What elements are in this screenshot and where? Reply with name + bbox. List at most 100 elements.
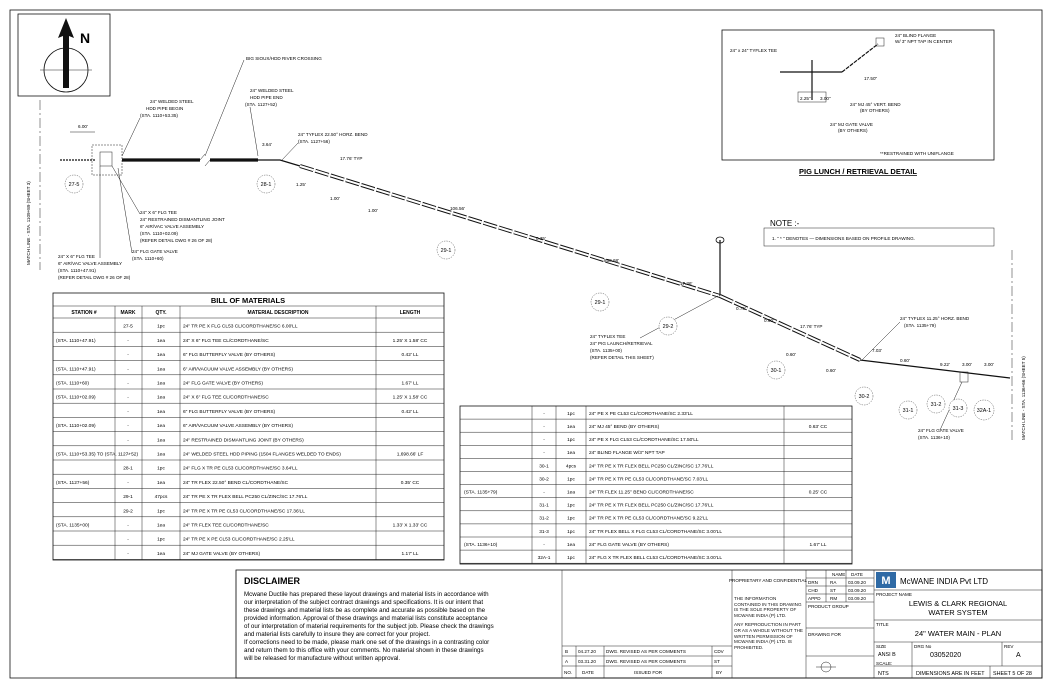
table-cell: 24" TR PE X TR FLEX BELL PC250 CL/ZINC/S…	[589, 503, 714, 509]
table-cell: -	[543, 543, 545, 548]
sheet-number: SHEET 5 OF 28	[993, 671, 1032, 677]
table-cell: 0.35' CC	[401, 480, 420, 486]
table-cell: 0.42' LL	[402, 352, 419, 358]
svg-text:DRAWING FOR: DRAWING FOR	[808, 632, 842, 637]
svg-text:MARK: MARK	[121, 310, 136, 316]
table-cell: 27-5	[123, 324, 133, 330]
table-cell: -	[127, 523, 129, 528]
svg-text:and return them to this office: and return them to this office with your…	[244, 647, 484, 654]
table-cell: -	[127, 367, 129, 372]
disclaimer-title: DISCLAIMER	[244, 576, 301, 586]
table-cell: 24" WELDED STEEL HDD PIPING (1504 FLANGE…	[183, 451, 341, 457]
table-cell: 1.25' X 1.58' CC	[393, 338, 428, 344]
svg-text:6" AIR/VAC VALVE ASSEMBLY: 6" AIR/VAC VALVE ASSEMBLY	[140, 224, 204, 229]
svg-text:0.35': 0.35'	[536, 236, 546, 241]
svg-text:these drawings and material li: these drawings and material lists be as …	[244, 607, 486, 614]
north-arrow: N	[17, 13, 111, 97]
table-cell: 6" FLG BUTTERFLY VALVE (BY OTHERS)	[183, 409, 276, 415]
table-cell: 1ea	[157, 352, 165, 358]
table-cell: 24" TR PE X TR PE CL53 CL/CORDTHANE/SC 7…	[589, 476, 709, 482]
table-cell: 30-2	[539, 476, 549, 482]
svg-text:RA: RA	[830, 580, 837, 585]
table-cell: 24" FLG GATE VALVE (BY OTHERS)	[589, 542, 669, 548]
proprietary-text-2: ANY REPRODUCTION IN PART OR AS A WHOLE W…	[734, 622, 804, 650]
table-cell: 24" FLG GATE VALVE (BY OTHERS)	[183, 380, 263, 386]
drawing-number: 03052020	[930, 652, 961, 659]
table-cell: (STA. 1110+02.09)	[56, 423, 96, 429]
svg-text:27-5: 27-5	[69, 182, 80, 188]
svg-text:STATION #: STATION #	[71, 310, 97, 316]
svg-text:(STA. 1135+79): (STA. 1135+79)	[904, 323, 936, 328]
table-cell: -	[127, 438, 129, 443]
svg-text:DRG No: DRG No	[914, 644, 932, 649]
svg-text:3.00': 3.00'	[984, 362, 994, 367]
svg-text:0.60': 0.60'	[826, 368, 836, 373]
svg-text:REV: REV	[1004, 644, 1014, 649]
svg-text:1.00': 1.00'	[368, 208, 378, 213]
table-cell: 32A-1	[538, 555, 551, 561]
project-name-2: WATER SYSTEM	[928, 608, 987, 617]
company-block: M McWANE INDIA Pvt LTD PROJECT NAME LEWI…	[873, 570, 1042, 678]
table-cell: 6" AIR/VACUUM VALVE ASSEMBLY (BY OTHERS)	[183, 366, 293, 372]
svg-text:DATE: DATE	[582, 670, 594, 675]
svg-text:3.00': 3.00'	[962, 362, 972, 367]
table-cell: 0.25' CC	[809, 490, 828, 496]
table-cell: -	[127, 452, 129, 457]
svg-text:(STA. 1110+53.35): (STA. 1110+53.35)	[140, 113, 178, 118]
pig-launch-detail: 24" BLIND FLANGE W/ 3" NPT TAP IN CENTER…	[721, 29, 995, 176]
table-cell: 24" PE X FLG CL53 CL/CORDTHANE/SC 17.50'…	[589, 437, 699, 443]
svg-text:2.25": 2.25"	[800, 96, 811, 101]
table-cell: 24" TR FLEX BELL X FLG CL53 CL/CORDTHANE…	[589, 529, 722, 535]
revision-letter: A	[1016, 652, 1021, 659]
table-cell: 1pc	[157, 537, 165, 543]
table-cell: 24" X 6" FLG TEE CL/CORDTHANE/SC	[183, 338, 269, 344]
table-cell: 1.67' LL	[402, 380, 419, 386]
svg-text:24" X 6" FLG TEE: 24" X 6" FLG TEE	[58, 254, 95, 259]
table-cell: 1ea	[157, 451, 165, 457]
svg-text:NO.: NO.	[564, 670, 572, 675]
svg-text:(STA. 1110+47.91): (STA. 1110+47.91)	[58, 268, 96, 273]
table-cell: 1pc	[567, 476, 575, 482]
table-cell: (STA. 1110+60)	[56, 380, 89, 386]
table-cell: 1.67' LL	[810, 542, 827, 548]
table-cell: 0.63' CC	[809, 424, 828, 430]
svg-text:0.60': 0.60'	[786, 352, 796, 357]
drawing-title: 24" WATER MAIN - PLAN	[915, 629, 1001, 638]
svg-text:24" WELDED STEEL: 24" WELDED STEEL	[250, 88, 294, 93]
table-cell: 1ea	[157, 380, 165, 386]
svg-text:SIZE: SIZE	[876, 644, 886, 649]
table-cell: 1pc	[567, 503, 575, 509]
svg-text:03.09.20: 03.09.20	[848, 596, 866, 601]
table-cell: -	[127, 339, 129, 344]
table-cell: 24" TR PE X TR FLEX BELL PC250 CL/ZINC/S…	[183, 494, 308, 500]
svg-text:of our interpretation of mater: of our interpretation of material requir…	[244, 623, 494, 630]
table-cell: 31-2	[539, 516, 549, 522]
table-cell: (STA. 1127+56)	[56, 480, 90, 486]
table-cell: 24" TR PE X TR PE CL53 CL/CORDTHANE/SC 9…	[589, 516, 709, 522]
table-cell: 1ea	[157, 551, 165, 557]
svg-text:1.25': 1.25'	[296, 182, 306, 187]
table-cell: -	[127, 424, 129, 429]
table-cell: (STA. 1110+47.91)	[56, 338, 96, 344]
svg-text:17.76' TYP: 17.76' TYP	[800, 324, 823, 329]
table-cell: 29-2	[123, 508, 133, 514]
svg-text:provided information. Approval: provided information. Approval of these …	[244, 615, 488, 622]
svg-text:31-1: 31-1	[903, 408, 914, 414]
svg-text:MATERIAL DESCRIPTION: MATERIAL DESCRIPTION	[248, 310, 309, 316]
table-cell: (STA. 1110+53.35) TO (STA. 1127+52)	[56, 451, 138, 457]
table-cell: (STA. 1135+00)	[56, 522, 90, 528]
table-cell: 24" TR PE X PE CL53 CL/CORDTHANE/SC 2.25…	[183, 537, 295, 543]
table-cell: 24" X 6" FLG TEE CL/CORDTHANE/SC	[183, 395, 269, 401]
svg-text:B: B	[565, 649, 568, 654]
svg-text:ISSUED FOR: ISSUED FOR	[634, 670, 663, 675]
svg-text:PROJECT NAME: PROJECT NAME	[876, 592, 912, 597]
table-cell: 1ea	[567, 542, 575, 548]
svg-text:(STA. 1127+56): (STA. 1127+56)	[298, 139, 330, 144]
table-cell: 1pc	[567, 516, 575, 522]
table-cell: 24" TR FLEX 11.25° BEND CL/CORDTHANE/SC	[589, 490, 694, 496]
svg-text:A: A	[565, 659, 569, 664]
table-cell: -	[127, 481, 129, 486]
svg-text:850.68': 850.68'	[604, 258, 619, 263]
